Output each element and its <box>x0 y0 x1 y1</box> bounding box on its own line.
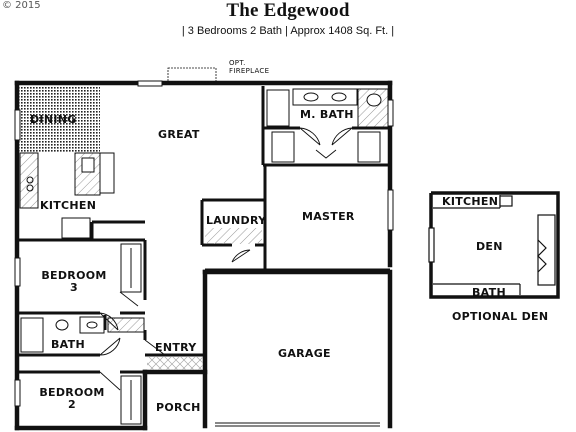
optional-den-caption: OPTIONAL DEN <box>452 310 549 323</box>
room-label-porch: PORCH <box>156 401 201 414</box>
room-label-bedroom-3: BEDROOM 3 <box>40 270 108 294</box>
room-label-bedroom-2: BEDROOM 2 <box>38 387 106 411</box>
opt-fireplace-outline <box>167 67 217 83</box>
laundry-floor <box>205 228 262 244</box>
room-label-bedroom-2-line2: 2 <box>68 398 76 411</box>
plan-subtitle: | 3 Bedrooms 2 Bath | Approx 1408 Sq. Ft… <box>181 25 395 37</box>
room-label-master: MASTER <box>302 210 355 223</box>
dining-floor <box>19 86 100 153</box>
opt-fireplace-label-line2: FIREPLACE <box>229 67 270 75</box>
room-label-m-bath: M. BATH <box>300 108 354 121</box>
closets <box>120 131 381 425</box>
entry-floor <box>147 357 203 370</box>
opt-fireplace-label: OPT. FIREPLACE <box>229 59 269 75</box>
interior-walls <box>19 86 390 374</box>
den-label-kitchen: KITCHEN <box>442 195 499 208</box>
optional-den-interior <box>428 195 556 295</box>
master-bath-fixtures <box>266 88 389 128</box>
opt-fireplace-label-line1: OPT. <box>229 59 246 67</box>
copyright-notice: © 2015 <box>2 0 41 11</box>
garage-door <box>215 422 380 427</box>
room-label-great: GREAT <box>158 128 200 141</box>
den-label-bath: BATH <box>472 286 506 299</box>
room-label-bath: BATH <box>51 338 85 351</box>
room-label-bedroom-2-line1: BEDROOM <box>39 386 105 399</box>
room-label-bedroom-3-line1: BEDROOM <box>41 269 107 282</box>
room-label-entry: ENTRY <box>155 341 197 354</box>
kitchen-counters <box>19 152 115 239</box>
door-swings <box>99 127 353 391</box>
room-label-laundry: LAUNDRY <box>206 214 267 227</box>
windows <box>14 80 394 407</box>
room-label-bedroom-3-line2: 3 <box>70 281 78 294</box>
room-label-kitchen: KITCHEN <box>40 199 97 212</box>
den-label-den: DEN <box>476 240 503 253</box>
room-label-dining: DINING <box>30 113 77 126</box>
plan-title: The Edgewood <box>226 0 350 21</box>
room-label-garage: GARAGE <box>278 347 331 360</box>
